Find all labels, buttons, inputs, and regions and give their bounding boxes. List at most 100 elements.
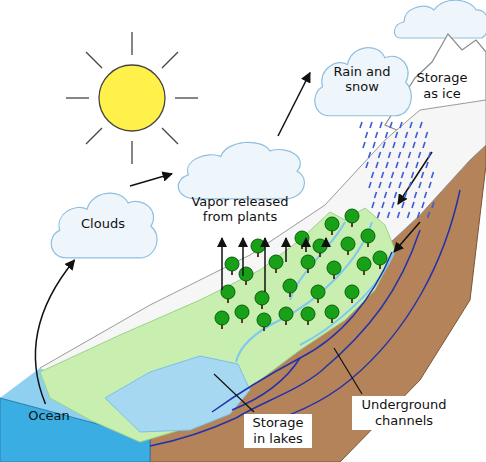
- raindrop: [360, 122, 362, 128]
- cloud-node: Rain and snow: [310, 40, 414, 118]
- raindrop: [372, 202, 374, 208]
- raindrop: [405, 192, 407, 198]
- raindrop: [416, 132, 418, 138]
- raindrop: [412, 202, 414, 208]
- raindrop: [366, 132, 368, 138]
- tree-crown: [239, 267, 253, 281]
- flow-arrow: [35, 260, 74, 404]
- raindrop: [408, 212, 410, 218]
- raindrop: [423, 142, 425, 148]
- raindrop: [402, 172, 404, 178]
- raindrop: [419, 152, 421, 158]
- tree-crown: [325, 217, 339, 231]
- melt-arrow: [398, 152, 432, 204]
- cloud-label: Vapor released from plants: [191, 194, 289, 224]
- cloud-node: Clouds: [46, 186, 160, 260]
- cloud-label: Rain and snow: [322, 64, 402, 94]
- tree-crown: [221, 285, 235, 299]
- tree-crown: [325, 305, 339, 319]
- vapor-arrow: [325, 238, 327, 246]
- raindrop: [390, 122, 392, 128]
- raindrop: [403, 142, 405, 148]
- raindrop: [369, 182, 371, 188]
- raindrop: [416, 162, 418, 168]
- tree-crown: [255, 291, 269, 305]
- tree-crown: [327, 261, 341, 275]
- tree-crown: [215, 311, 229, 325]
- sun: [66, 32, 198, 164]
- rain: [360, 122, 434, 218]
- vapor-arrow: [305, 238, 307, 252]
- raindrop: [379, 152, 381, 158]
- raindrop: [389, 182, 391, 188]
- tree-crown: [269, 255, 283, 269]
- tree-crown: [251, 239, 265, 253]
- raindrop: [410, 122, 412, 128]
- raindrop: [406, 162, 408, 168]
- raindrop: [413, 142, 415, 148]
- vapor-arrow: [285, 238, 287, 262]
- raindrop: [429, 152, 431, 158]
- cloud: [394, 0, 486, 38]
- raindrop: [369, 152, 371, 158]
- cloud-shape: [178, 142, 304, 199]
- raindrop: [366, 162, 368, 168]
- tree-crown: [311, 285, 325, 299]
- tree-crown: [301, 255, 315, 269]
- vapor-arrow: [221, 238, 223, 290]
- vapor-arrow: [264, 238, 266, 292]
- raindrop: [376, 132, 378, 138]
- raindrop: [409, 152, 411, 158]
- raindrop: [395, 192, 397, 198]
- lake: [105, 356, 250, 432]
- raindrop: [378, 212, 380, 218]
- raindrop: [373, 142, 375, 148]
- raindrop: [426, 162, 428, 168]
- tree-crown: [225, 257, 239, 271]
- raindrop: [422, 172, 424, 178]
- raindrop: [429, 182, 431, 188]
- raindrop: [399, 152, 401, 158]
- raindrop: [400, 122, 402, 128]
- vapor-arrows: [222, 238, 326, 292]
- cloud-outline: [172, 136, 308, 201]
- raindrop: [382, 202, 384, 208]
- storage-label: Storage as ice: [410, 70, 474, 102]
- raindrop: [382, 172, 384, 178]
- tree-crown: [341, 237, 355, 251]
- raindrop: [409, 182, 411, 188]
- raindrop: [383, 142, 385, 148]
- tree-crown: [345, 209, 359, 223]
- raindrop: [370, 122, 372, 128]
- raindrop: [376, 162, 378, 168]
- raindrop: [418, 212, 420, 218]
- raindrop: [428, 212, 430, 218]
- melt-arrow: [394, 222, 420, 252]
- tree-crown: [357, 257, 371, 271]
- raindrop: [425, 192, 427, 198]
- raindrop: [385, 192, 387, 198]
- flow-arrow: [130, 174, 172, 186]
- raindrop: [372, 172, 374, 178]
- tree-crown: [361, 229, 375, 243]
- leader-line: [214, 374, 254, 412]
- tree-crown: [279, 307, 293, 321]
- underground-channels: [150, 190, 460, 446]
- raindrop: [432, 202, 434, 208]
- raindrop: [392, 202, 394, 208]
- raindrop: [363, 142, 365, 148]
- raindrop: [398, 212, 400, 218]
- ocean-node: Ocean: [14, 404, 84, 426]
- raindrop: [432, 172, 434, 178]
- raindrop: [402, 202, 404, 208]
- tree-crown: [373, 251, 387, 265]
- raindrop: [375, 192, 377, 198]
- raindrop: [393, 142, 395, 148]
- cloud-node: Vapor released from plants: [172, 136, 308, 226]
- cloud-shape: [51, 193, 157, 258]
- ocean-label: Ocean: [16, 408, 82, 423]
- raindrop: [388, 212, 390, 218]
- tree-crown: [235, 305, 249, 319]
- leader-line: [334, 348, 362, 394]
